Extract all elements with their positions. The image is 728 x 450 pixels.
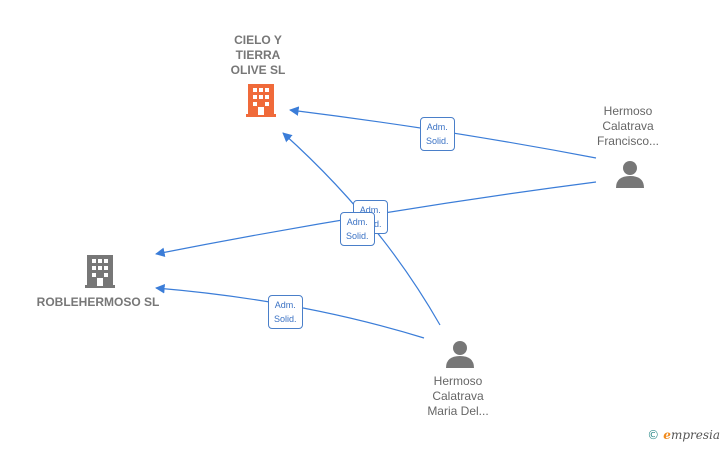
person-label-maria[interactable]: Hermoso Calatrava Maria Del... <box>427 374 489 418</box>
person-label-francisco[interactable]: Hermoso Calatrava Francisco... <box>596 104 659 148</box>
person-icon[interactable] <box>446 341 474 368</box>
building-icon[interactable] <box>246 84 276 117</box>
brand-logo: ©empresia <box>647 428 720 442</box>
edge-label-francisco-cielo: Adm. Solid. <box>420 117 455 151</box>
brand-initial: e <box>663 428 671 442</box>
brand-name: mpresia <box>670 428 720 442</box>
edge-label-maria-roble: Adm. Solid. <box>268 295 303 329</box>
company-label-cielo[interactable]: CIELO Y TIERRA OLIVE SL <box>230 33 286 77</box>
company-label-roblehermoso[interactable]: ROBLEHERMOSO SL <box>36 295 160 309</box>
copyright-icon: © <box>647 428 660 442</box>
building-icon[interactable] <box>85 255 115 288</box>
person-icon[interactable] <box>616 161 644 188</box>
edge-label-maria-cielo: Adm. Solid. <box>340 212 375 246</box>
